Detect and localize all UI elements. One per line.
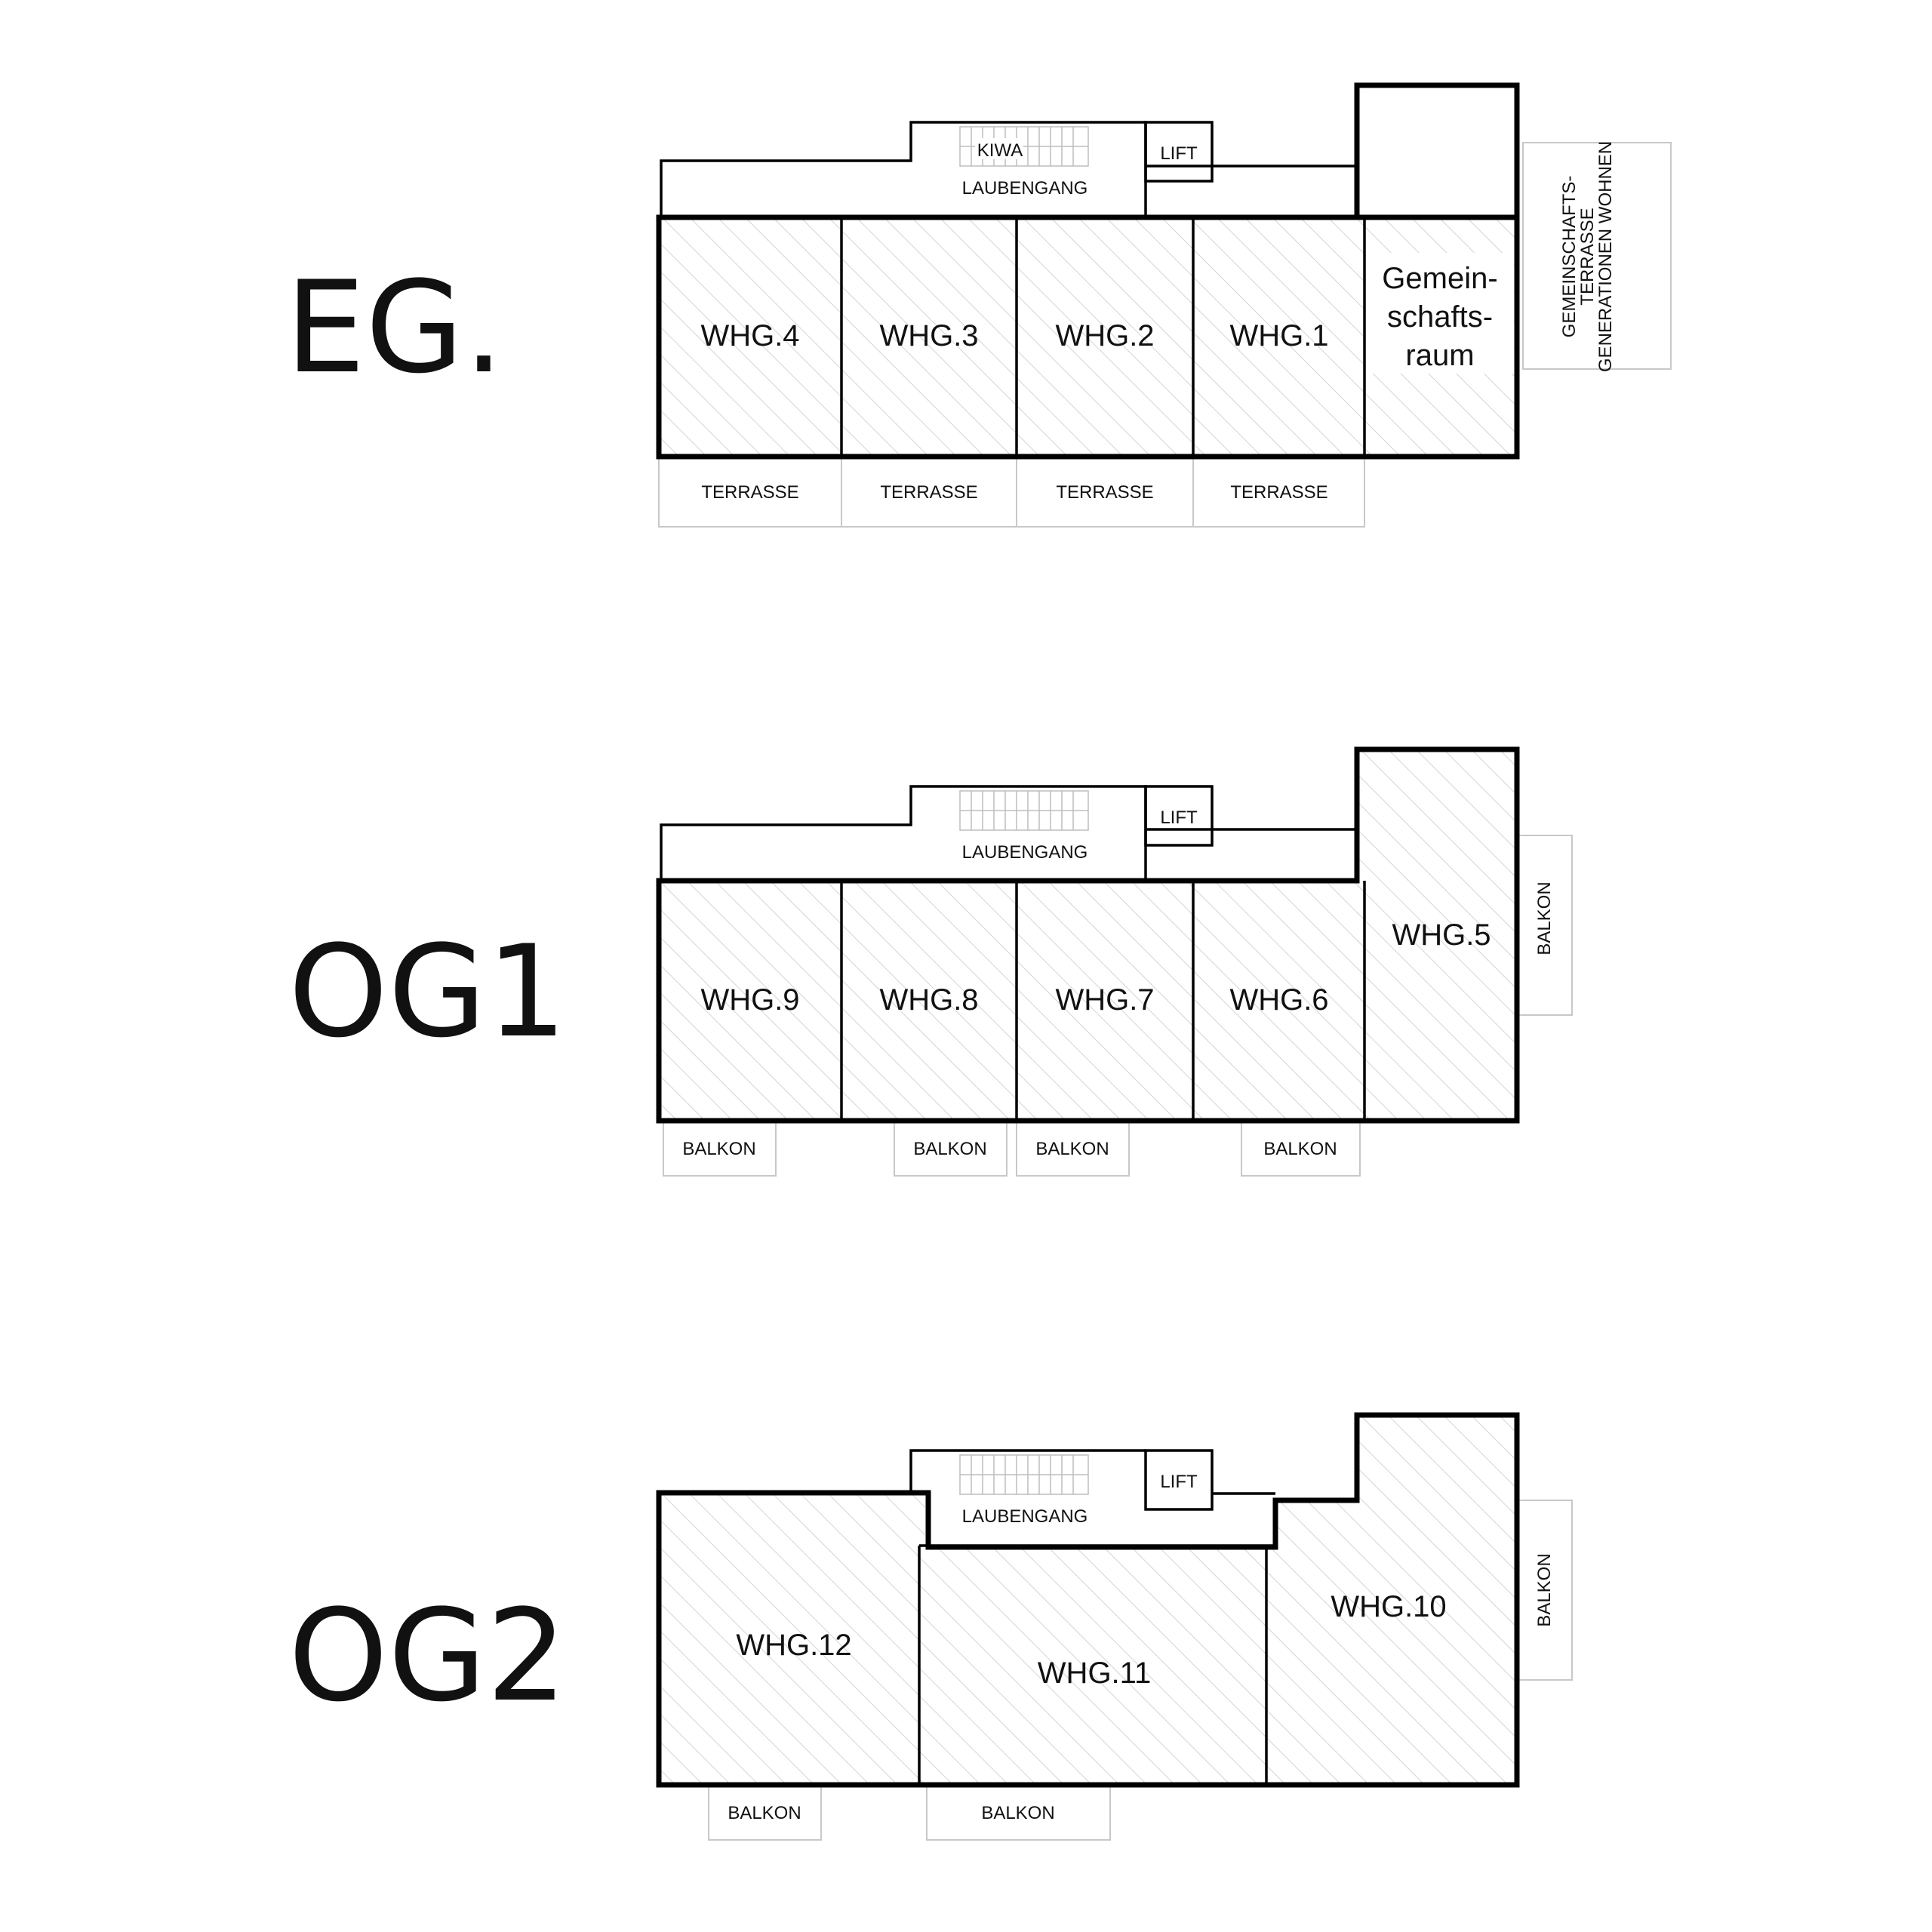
- corridor-label: LAUBENGANG: [962, 178, 1088, 198]
- lift-shaft: [1144, 121, 1214, 183]
- unit-label: WHG.10: [1331, 1590, 1446, 1623]
- lift-label: LIFT: [1160, 1472, 1198, 1492]
- unit-label: WHG.5: [1392, 918, 1491, 952]
- unit-label: WHG.8: [879, 983, 978, 1017]
- unit-label: WHG.9: [700, 983, 799, 1017]
- floor-og2: OG2 BALKON BALKON BALKON: [288, 1412, 1573, 1841]
- corridor-label: LAUBENGANG: [962, 1506, 1088, 1527]
- unit-label: WHG.1: [1229, 319, 1328, 352]
- balcony-label: BALKON: [981, 1803, 1054, 1823]
- unit-label: WHG.7: [1055, 983, 1154, 1017]
- balcony-label: BALKON: [1534, 881, 1555, 955]
- lift-shaft: [1144, 1449, 1214, 1511]
- community-terrace-label-2: TERRASSE: [1577, 208, 1598, 305]
- community-room-label-3: raum: [1405, 339, 1474, 372]
- floor-title-og1: OG1: [288, 918, 567, 1066]
- unit-label: WHG.2: [1055, 319, 1154, 352]
- terrace-label: TERRASSE: [701, 482, 798, 503]
- staircase: [959, 1454, 1089, 1495]
- unit-label: WHG.11: [1038, 1657, 1151, 1690]
- balcony-group-og2: BALKON BALKON BALKON: [708, 1500, 1573, 1841]
- unit-label: WHG.4: [700, 319, 799, 352]
- floor-title-eg: EG.: [285, 254, 504, 401]
- lift-shaft: [1144, 785, 1214, 847]
- corridor-label: LAUBENGANG: [962, 842, 1088, 863]
- balcony-label: BALKON: [1263, 1139, 1337, 1159]
- terrace-label: TERRASSE: [880, 482, 977, 503]
- terrace-label: TERRASSE: [1056, 482, 1153, 503]
- balcony-group-og1: BALKON BALKON BALKON BALKON BALKON: [663, 835, 1573, 1177]
- floor-outline-eg: [656, 214, 1520, 460]
- corridor-og1: LIFT LAUBENGANG: [660, 785, 1357, 881]
- floor-eg: EG. TERRASSE TERRASSE TERRASSE TERRASSE …: [285, 82, 1672, 528]
- staircase: [959, 790, 1089, 831]
- corridor-outline: [909, 1449, 1146, 1493]
- units-eg: WHG.4 WHG.3 WHG.2 WHG.1 Gemein- schafts-…: [656, 82, 1520, 460]
- balcony-label: BALKON: [1534, 1553, 1555, 1626]
- community-room-label-2: schafts-: [1387, 300, 1493, 334]
- balcony-label: BALKON: [682, 1139, 755, 1159]
- balcony-label: BALKON: [1035, 1139, 1109, 1159]
- unit-label: WHG.12: [736, 1629, 851, 1662]
- units-og1: WHG.9 WHG.8 WHG.7 WHG.6 WHG.5: [656, 746, 1520, 1124]
- unit-label: WHG.3: [879, 319, 978, 352]
- kiwa-label: KIWA: [977, 140, 1023, 161]
- community-terrace-eg: GEMEINSCHAFTS- TERRASSE GENERATIONEN WOH…: [1522, 141, 1672, 372]
- terrace-group-eg: TERRASSE TERRASSE TERRASSE TERRASSE: [658, 456, 1365, 528]
- corridor-og2: LIFT LAUBENGANG: [909, 1449, 1275, 1527]
- units-og2: WHG.12 WHG.11 WHG.10: [656, 1412, 1520, 1788]
- floor-outline-og2: [656, 1412, 1520, 1788]
- unit-label: WHG.6: [1229, 983, 1328, 1017]
- floor-title-og2: OG2: [288, 1582, 567, 1730]
- floor-og1: OG1 BALKON BALKON BALKON BALKON BALKON: [288, 746, 1573, 1177]
- community-room-label-1: Gemein-: [1382, 262, 1497, 295]
- terrace-label: TERRASSE: [1230, 482, 1327, 503]
- balcony-label: BALKON: [913, 1139, 986, 1159]
- corridor-eg: KIWA LIFT LAUBENGANG: [660, 121, 1358, 217]
- lift-label: LIFT: [1160, 143, 1198, 164]
- community-terrace-area: [1522, 142, 1672, 370]
- floor-outline-og1: [656, 746, 1520, 1124]
- lift-label: LIFT: [1160, 808, 1198, 828]
- balcony-label: BALKON: [728, 1803, 801, 1823]
- community-terrace-label-3: GENERATIONEN WOHNEN: [1595, 141, 1616, 372]
- community-terrace-label-1: GEMEINSCHAFTS-: [1559, 176, 1580, 338]
- tower-outline-eg: [1354, 82, 1520, 217]
